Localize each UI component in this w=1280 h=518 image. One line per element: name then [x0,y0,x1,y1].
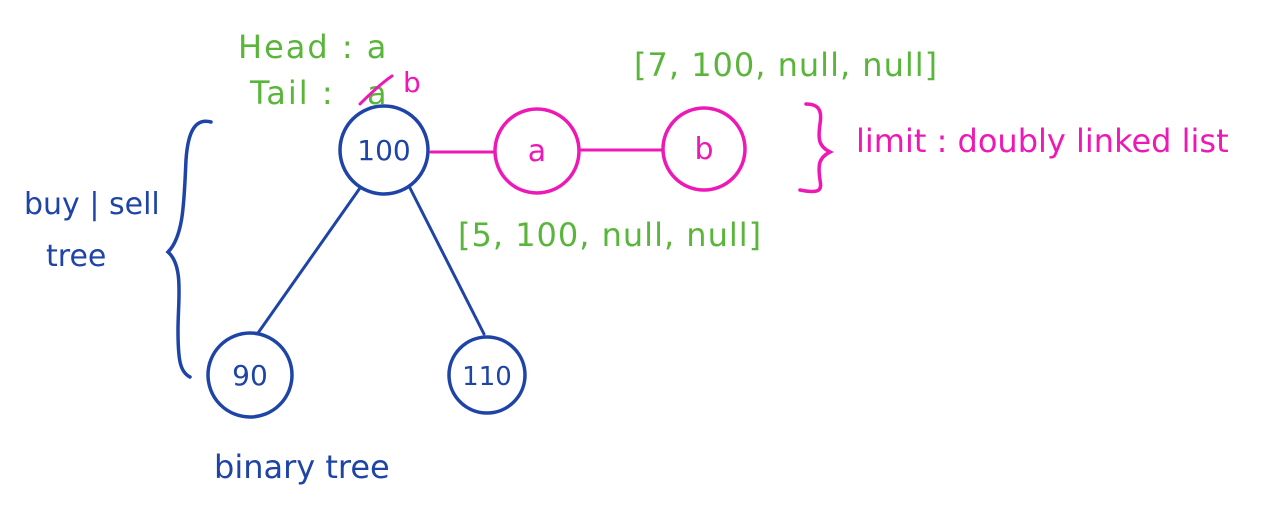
edge-root-right [408,186,486,336]
limit-label: limit : doubly linked list [856,122,1229,160]
list-node-a: a [493,107,581,195]
node-a-values: [5, 100, null, null] [458,216,762,254]
tree-caption: binary tree [214,448,390,486]
tree-node-left: 90 [206,331,294,419]
tail-strike-mark [358,74,394,106]
tree-node-root: 100 [338,104,430,196]
tree-node-right-label: 110 [462,362,512,392]
node-b-values: [7, 100, null, null] [634,46,938,84]
tree-side-label-line1: buy | sell [24,187,160,222]
limit-brace [798,102,834,194]
tree-node-right: 110 [447,335,527,415]
tree-node-root-label: 100 [357,134,410,167]
tree-node-left-label: 90 [232,359,268,392]
edge-root-left [256,186,362,335]
tail-label: Tail : [249,74,335,112]
list-node-b: b [661,106,747,192]
tail-new-value: b [403,66,421,99]
tree-brace [165,119,213,379]
tree-side-label-line2: tree [46,239,106,274]
list-node-a-label: a [528,134,546,169]
head-label: Head : a [238,28,388,66]
list-node-b-label: b [694,132,713,167]
